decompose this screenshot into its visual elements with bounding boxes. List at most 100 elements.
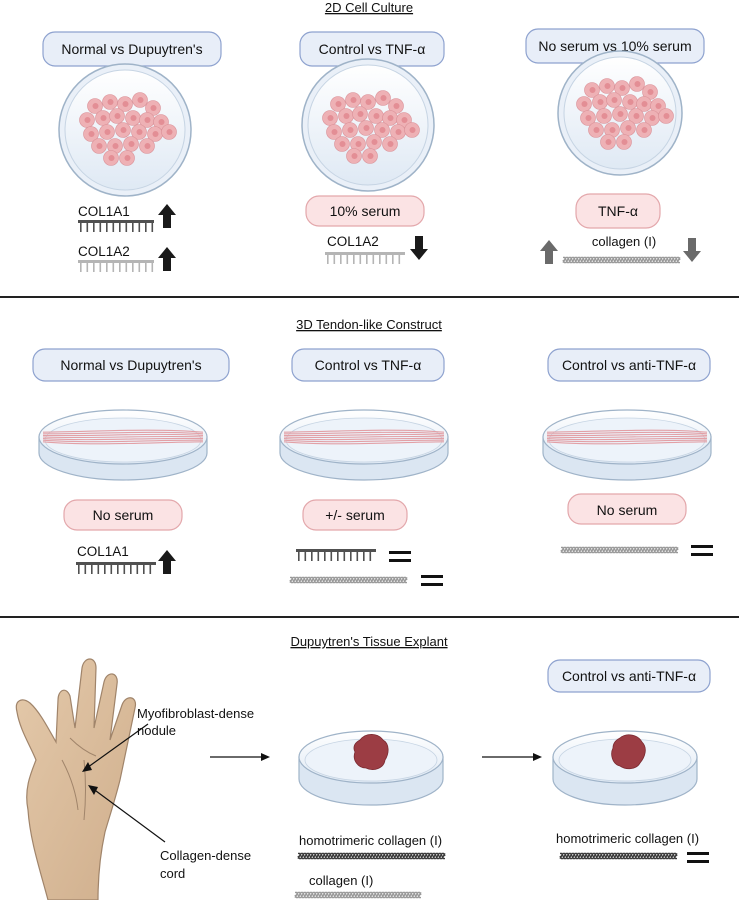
cell-nucleus: [107, 99, 114, 105]
comparison-pill: [547, 348, 711, 382]
condition-label: No serum: [597, 502, 658, 518]
gene-tooth: [337, 552, 339, 561]
gene-tooth: [125, 223, 128, 232]
cell-nucleus: [122, 101, 129, 107]
collagen-helix-dark: [559, 852, 678, 860]
cell-nucleus: [601, 113, 608, 119]
cell-nucleus: [120, 127, 127, 133]
gene-tooth: [346, 255, 349, 264]
tendon-fiber: [546, 431, 708, 435]
up-arrow-shape: [158, 247, 176, 271]
gene-tooth: [143, 565, 145, 574]
gene-tooth: [366, 255, 368, 264]
cell-nucleus: [604, 83, 611, 89]
helix-strand: [559, 852, 677, 860]
cell-nucleus: [84, 117, 91, 123]
comparison-label: Normal vs Dupuytren's: [61, 41, 202, 57]
collagen-helix-light: [560, 546, 679, 554]
gene-tooth: [149, 565, 152, 574]
tissue-explant: [353, 733, 389, 770]
gene-backbone: [78, 220, 154, 223]
tendon-fiber: [283, 437, 445, 441]
tendon-construct-dish: [279, 409, 449, 481]
comparison-label: Control vs TNF-α: [315, 357, 422, 373]
gene-tooth: [379, 255, 381, 264]
up-arrow-icon: [158, 550, 176, 574]
collagen-helix-dark: [297, 852, 446, 860]
cell-nucleus: [585, 115, 592, 121]
cell-nucleus: [655, 103, 662, 109]
up-arrow-shape: [540, 240, 558, 264]
cell-nucleus: [365, 99, 372, 105]
down-arrow-shape: [683, 238, 701, 262]
gene-tooth: [119, 263, 121, 272]
gene-label-col1a1: COL1A1: [78, 204, 130, 219]
gene-tooth: [112, 263, 115, 272]
cell-nucleus: [379, 127, 386, 133]
gene-backbone: [76, 562, 156, 565]
gene-tooth: [372, 255, 375, 264]
collagen-helix-light: [562, 256, 681, 264]
gene-col1a1-dark: [78, 220, 154, 232]
up-arrow-icon: [540, 240, 558, 264]
down-arrow-icon: [683, 238, 701, 262]
equal-bar: [389, 551, 411, 554]
gene-tooth: [117, 565, 119, 574]
gene-tooth: [132, 263, 134, 272]
cell-nucleus: [619, 85, 626, 91]
cell-nucleus: [605, 139, 612, 145]
cell-nucleus: [152, 131, 159, 137]
cell-nucleus: [158, 119, 165, 125]
gene-tooth: [311, 552, 313, 561]
tendon-fiber: [42, 431, 204, 435]
tendon-construct-dish: [542, 409, 712, 481]
pointer-arrow: [91, 787, 166, 843]
cell-nucleus: [100, 115, 107, 121]
equal-sign-icon: [687, 852, 709, 863]
tendon-fiber: [546, 437, 708, 441]
hand-illustration: [15, 658, 137, 900]
cell-nucleus: [409, 127, 416, 133]
comparison-pill: [32, 348, 230, 382]
cell-nucleus: [617, 111, 624, 117]
helix-strand: [560, 546, 679, 554]
up-arrow-shape: [158, 204, 176, 228]
cell-nucleus: [393, 103, 400, 109]
cell-nucleus: [387, 115, 394, 121]
collagen-helix-light: [289, 576, 408, 584]
gene-backbone: [296, 549, 376, 552]
cell-nucleus: [351, 153, 358, 159]
comparison-pill: [547, 659, 711, 693]
cell-nucleus: [112, 143, 119, 149]
cell-nucleus: [625, 125, 632, 131]
gene-tooth: [78, 565, 80, 574]
gene-tooth: [84, 565, 87, 574]
gene-tooth: [119, 223, 121, 232]
cell-nucleus: [401, 117, 408, 123]
arrowhead-icon: [261, 753, 270, 761]
cell-cluster: [576, 76, 674, 150]
gene-tooth: [132, 223, 134, 232]
cell-nucleus: [633, 113, 640, 119]
tendon-fiber: [546, 441, 708, 445]
up-arrow-shape: [158, 550, 176, 574]
gene-tooth: [99, 263, 102, 272]
gene-tooth: [138, 263, 141, 272]
cell-nucleus: [380, 95, 387, 101]
cell-nucleus: [347, 127, 354, 133]
tendon-fiber: [42, 435, 204, 439]
tendon-fiber: [283, 431, 445, 435]
cell-nucleus: [331, 129, 338, 135]
gene-tooth: [136, 565, 139, 574]
cell-nucleus: [166, 129, 173, 135]
condition-pill: [567, 493, 687, 525]
cell-nucleus: [136, 129, 143, 135]
gene-tooth: [363, 552, 365, 561]
cell-cluster: [322, 90, 420, 164]
tissue-explant: [611, 734, 646, 770]
cell-nucleus: [597, 99, 604, 105]
condition-label: +/- serum: [325, 507, 385, 523]
cell-nucleus: [395, 129, 402, 135]
cell-nucleus: [144, 117, 151, 123]
product-label: homotrimeric collagen (I): [556, 831, 699, 846]
